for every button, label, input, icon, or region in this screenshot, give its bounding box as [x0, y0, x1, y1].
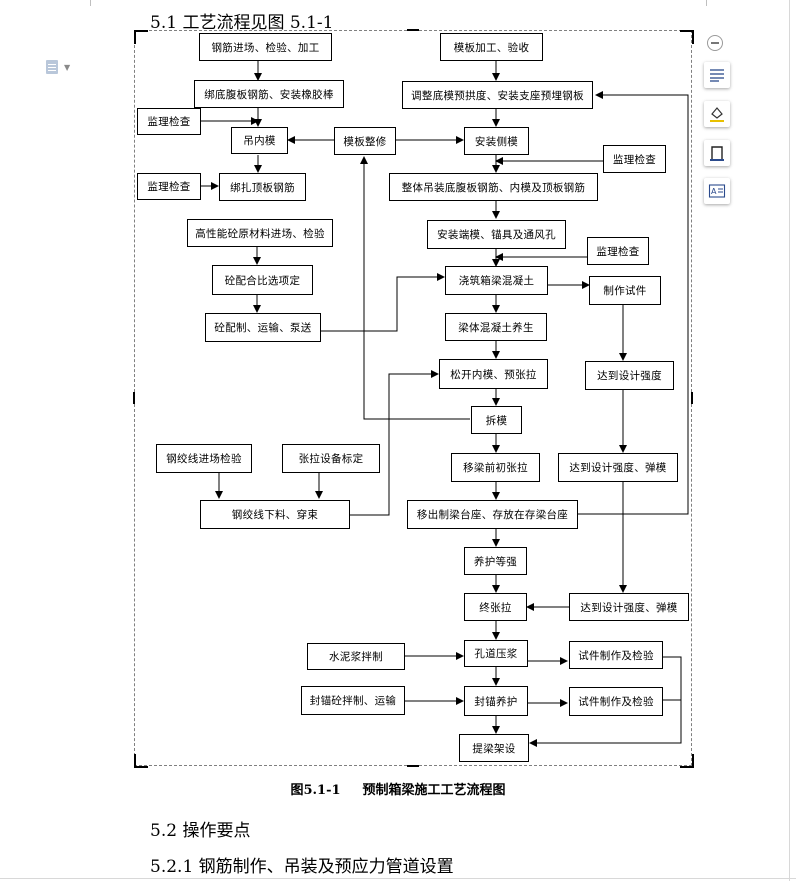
flow-box-concrete-materials: 高性能砼原材料进场、检验 — [187, 219, 333, 247]
chevron-down-icon[interactable]: ▼ — [64, 63, 71, 72]
fill-tool-button[interactable] — [704, 101, 730, 127]
figure-title: 预制箱梁施工工艺流程图 — [362, 783, 506, 798]
flow-box-concrete-delivery: 砼配制、运输、泵送 — [205, 313, 321, 342]
flow-box-pour-concrete: 浇筑箱梁混凝土 — [445, 266, 548, 295]
flow-box-pre-tension: 松开内模、预张拉 — [439, 359, 548, 389]
resize-handle-right[interactable] — [691, 392, 693, 404]
heading-5-2: 5.2 操作要点 — [150, 821, 251, 841]
flow-box-lift-inner-form: 吊内模 — [231, 127, 288, 154]
flow-box-strength-modulus-1: 达到设计强度、弹模 — [558, 453, 678, 482]
window-edge — [789, 0, 790, 881]
flow-box-formwork-process: 模板加工、验收 — [440, 33, 543, 61]
resize-handle-tl[interactable] — [134, 30, 148, 44]
flow-box-strand-threading: 钢绞线下料、穿束 — [200, 500, 350, 529]
flow-box-curing-strength: 养护等强 — [464, 547, 527, 575]
text-box-icon: A — [708, 184, 726, 198]
flow-box-form-repair: 模板整修 — [334, 127, 396, 155]
flow-box-strength-modulus-2: 达到设计强度、弹模 — [569, 593, 689, 621]
flow-box-adjust-bottom-form: 调整底模预拱度、安装支座预埋钢板 — [402, 81, 593, 109]
border-icon — [710, 146, 724, 161]
flow-box-grout-mixing: 水泥浆拌制 — [307, 643, 405, 670]
resize-handle-top[interactable] — [407, 29, 419, 31]
page-edge-right — [706, 0, 707, 6]
flow-box-initial-tension: 移梁前初张拉 — [451, 453, 540, 482]
flow-box-remove-form: 拆模 — [471, 406, 522, 434]
text-box-tool-button[interactable]: A — [704, 178, 730, 204]
flow-box-make-specimens: 制作试件 — [589, 276, 661, 305]
page-edge-left — [90, 0, 91, 6]
figure-number: 图5.1-1 — [290, 783, 341, 798]
flow-box-final-tension: 终张拉 — [464, 593, 527, 621]
heading-5-1: 5.1 工艺流程见图 5.1-1 — [150, 13, 334, 33]
flow-box-install-end-form: 安装端模、锚具及通风孔 — [427, 220, 566, 249]
resize-handle-tr[interactable] — [680, 30, 694, 44]
format-icon — [710, 69, 724, 82]
flow-box-concrete-curing: 梁体混凝土养生 — [445, 313, 547, 341]
flow-box-design-strength: 达到设计强度 — [585, 361, 674, 390]
flow-box-hoist-rebar-cage: 整体吊装底腹板钢筋、内模及顶板钢筋 — [389, 173, 598, 201]
flow-box-specimen-test-1: 试件制作及检验 — [569, 641, 663, 669]
flow-box-duct-grouting: 孔道压浆 — [464, 640, 528, 667]
zoom-out-icon[interactable] — [707, 35, 723, 51]
figure-caption: 图5.1-1 预制箱梁施工工艺流程图 — [0, 779, 796, 798]
status-divider — [0, 878, 796, 879]
flow-box-top-slab-rebar: 绑扎顶板钢筋 — [219, 173, 306, 201]
flow-box-move-to-storage: 移出制梁台座、存放在存梁台座 — [407, 500, 578, 529]
flow-box-specimen-test-2: 试件制作及检验 — [569, 687, 663, 716]
flow-box-anchor-concrete: 封锚砼拌制、运输 — [301, 686, 405, 715]
fill-icon — [710, 107, 724, 122]
flow-box-bottom-web-rebar: 绑底腹板钢筋、安装橡胶棒 — [194, 80, 344, 108]
flow-box-inspection-4: 监理检查 — [587, 237, 649, 265]
flow-box-anchor-curing: 封锚养护 — [464, 686, 528, 716]
resize-handle-br[interactable] — [680, 754, 694, 768]
resize-handle-bl[interactable] — [134, 754, 148, 768]
flow-box-install-side-form: 安装侧模 — [464, 127, 529, 155]
document-icon[interactable] — [46, 60, 58, 74]
flow-box-rebar-inbound: 钢筋进场、检验、加工 — [199, 33, 332, 61]
svg-text:A: A — [711, 187, 717, 196]
flow-box-strand-inspection: 钢绞线进场检验 — [156, 444, 252, 473]
border-tool-button[interactable] — [704, 140, 730, 166]
resize-handle-bottom[interactable] — [407, 765, 419, 767]
flow-box-inspection-1: 监理检查 — [137, 108, 201, 135]
flow-box-inspection-3: 监理检查 — [137, 173, 201, 200]
heading-5-2-1: 5.2.1 钢筋制作、吊装及预应力管道设置 — [150, 857, 454, 877]
flow-box-inspection-2: 监理检查 — [603, 145, 666, 173]
resize-handle-left[interactable] — [133, 392, 135, 404]
flow-box-mix-design: 砼配合比选项定 — [212, 265, 313, 295]
flow-box-beam-erection: 提梁架设 — [459, 734, 529, 762]
flow-box-jack-calibration: 张拉设备标定 — [282, 444, 380, 473]
format-tool-button[interactable] — [704, 62, 730, 88]
